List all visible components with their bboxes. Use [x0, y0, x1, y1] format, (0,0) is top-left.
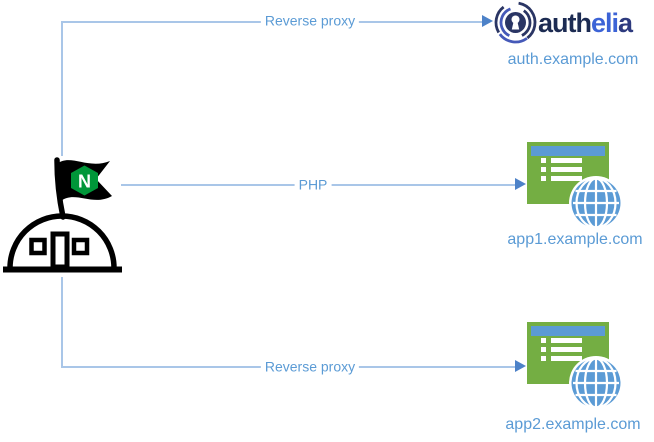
keyhole-icon — [511, 15, 520, 24]
connector-authelia-vertical — [61, 21, 63, 156]
wordmark-eli: eli — [591, 8, 619, 38]
app1-domain-label: app1.example.com — [507, 231, 643, 248]
nginx-dome-flag-icon: N — [3, 157, 122, 273]
app1-list-row — [541, 167, 582, 172]
arrowhead-app2-icon — [515, 360, 526, 372]
app2-window-icon — [527, 322, 609, 384]
nginx-letter: N — [78, 172, 91, 192]
authelia-lock-icon — [494, 1, 537, 44]
dome-window-left — [29, 237, 47, 256]
wordmark-a: a — [618, 8, 633, 38]
connector-app2-vertical — [61, 277, 63, 367]
app1-list-row — [541, 158, 582, 163]
connector-label-reverse-proxy-top: Reverse proxy — [260, 12, 360, 30]
connector-label-php: PHP — [294, 176, 332, 194]
app2-list-row — [541, 338, 582, 343]
app2-list-row — [541, 347, 582, 352]
dome-window-right — [71, 237, 90, 256]
arrowhead-app1-icon — [515, 178, 526, 190]
dome-door — [50, 231, 70, 270]
dome-outline — [7, 213, 117, 269]
authelia-wordmark: authelia — [538, 2, 633, 44]
nginx-node: N — [0, 150, 126, 280]
app2-node — [527, 322, 627, 414]
arrowhead-authelia-icon — [482, 15, 493, 27]
app1-titlebar — [531, 146, 605, 156]
app2-titlebar — [531, 326, 605, 336]
wordmark-auth: auth — [538, 8, 592, 38]
authelia-domain-label: auth.example.com — [507, 51, 639, 68]
globe-icon — [569, 356, 623, 410]
app1-node — [527, 142, 627, 234]
globe-icon — [569, 176, 623, 230]
app2-domain-label: app2.example.com — [505, 416, 641, 433]
app1-list-row — [541, 176, 582, 181]
app2-list-row — [541, 356, 582, 361]
connector-label-reverse-proxy-bottom: Reverse proxy — [260, 358, 360, 376]
nginx-hexagon-icon — [71, 165, 98, 196]
